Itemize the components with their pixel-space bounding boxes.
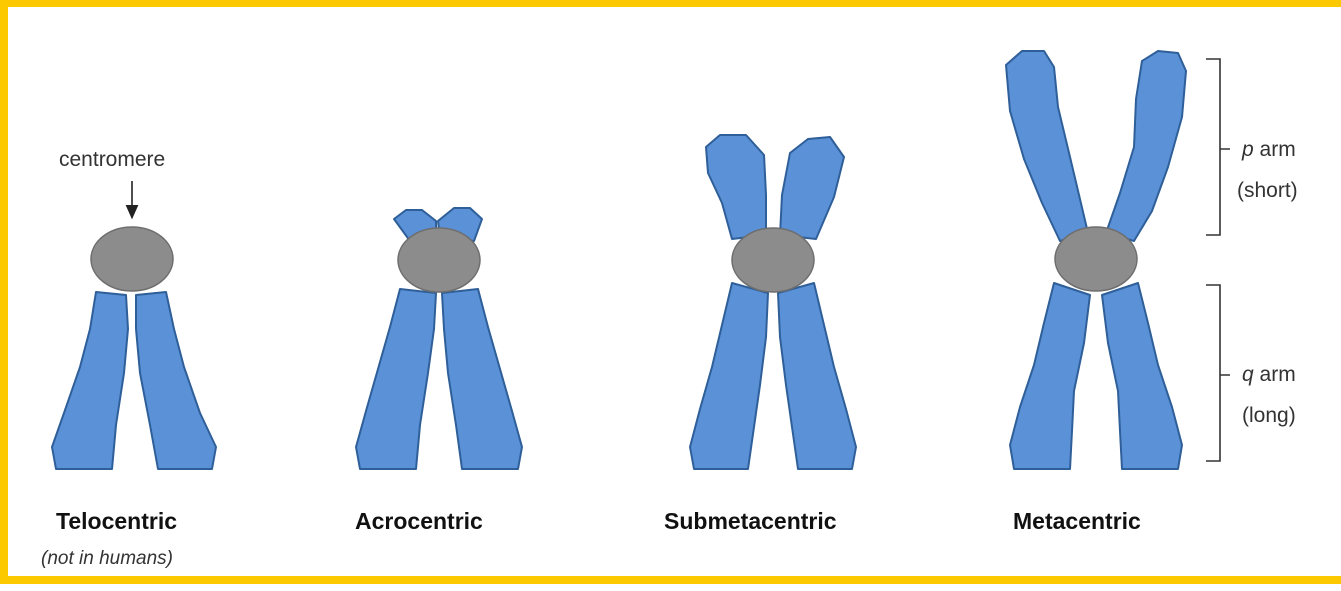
submetacentric-p-arm-left xyxy=(706,135,766,239)
submetacentric-p-arm-right xyxy=(780,137,844,239)
centromere-label: centromere xyxy=(59,148,165,172)
telocentric-q-arm-right xyxy=(136,292,216,469)
metacentric-q-arm-left xyxy=(1010,283,1090,469)
acrocentric-chromosome xyxy=(356,208,522,469)
p-arm-note: (short) xyxy=(1237,179,1298,203)
q-arm-word: arm xyxy=(1260,363,1296,386)
submetacentric-chromosome xyxy=(690,135,856,469)
submetacentric-label: Submetacentric xyxy=(664,508,837,535)
q-arm-note: (long) xyxy=(1242,404,1296,428)
chromosome-diagram xyxy=(8,7,1341,591)
q-arm-letter: q xyxy=(1242,363,1254,386)
p-arm-bracket xyxy=(1206,59,1230,235)
telocentric-q-arm-left xyxy=(52,292,128,469)
acrocentric-q-arm-right xyxy=(442,289,522,469)
telocentric-chromosome xyxy=(52,227,216,469)
metacentric-p-arm-left xyxy=(1006,51,1088,241)
telocentric-centromere xyxy=(91,227,173,291)
telocentric-label: Telocentric xyxy=(56,508,177,535)
submetacentric-centromere xyxy=(732,228,814,292)
p-arm-letter: p xyxy=(1242,138,1254,161)
telocentric-note: (not in humans) xyxy=(41,548,173,570)
submetacentric-q-arm-right xyxy=(778,283,856,469)
p-arm-word: arm xyxy=(1260,138,1296,161)
metacentric-p-arm-right xyxy=(1106,51,1186,241)
p-arm-label: p arm xyxy=(1242,138,1296,162)
metacentric-label: Metacentric xyxy=(1013,508,1141,535)
metacentric-chromosome xyxy=(1006,51,1186,469)
q-arm-label: q arm xyxy=(1242,363,1296,387)
acrocentric-q-arm-left xyxy=(356,289,436,469)
metacentric-q-arm-right xyxy=(1102,283,1182,469)
q-arm-bracket xyxy=(1206,285,1230,461)
submetacentric-q-arm-left xyxy=(690,283,768,469)
metacentric-centromere xyxy=(1055,227,1137,291)
acrocentric-centromere xyxy=(398,228,480,292)
acrocentric-label: Acrocentric xyxy=(355,508,483,535)
